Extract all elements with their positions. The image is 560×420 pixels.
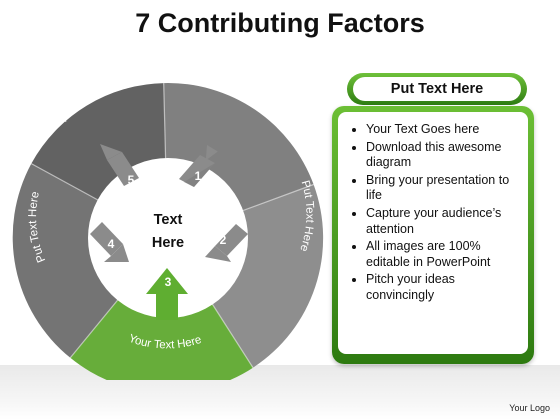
panel-header-text: Put Text Here bbox=[390, 81, 484, 97]
bullet-item: Download this awesome diagram bbox=[366, 140, 522, 171]
arrow-2 bbox=[205, 224, 248, 262]
segment-bottom-highlight bbox=[70, 296, 253, 380]
bullet-item: Bring your presentation to life bbox=[366, 173, 522, 204]
segment-right bbox=[209, 184, 324, 368]
arrow-4 bbox=[90, 222, 129, 262]
factors-wheel: 1 2 3 4 5 Text Here Put Text Here Your T… bbox=[12, 83, 324, 380]
floor-shadow bbox=[0, 365, 560, 420]
bullet-item: Capture your audience’s attention bbox=[366, 206, 522, 237]
segment-number-5: 5 bbox=[128, 173, 135, 187]
arrow-1 bbox=[179, 145, 218, 187]
segment-number-1: 1 bbox=[195, 169, 202, 183]
page-title: 7 Contributing Factors bbox=[135, 8, 425, 38]
arrow-3 bbox=[146, 268, 188, 320]
bullet-list: Your Text Goes here Download this awesom… bbox=[338, 112, 528, 304]
panel-header: Put Text Here bbox=[347, 73, 527, 105]
bullet-item: Pitch your ideas convincingly bbox=[366, 272, 522, 303]
wheel-center-disc bbox=[88, 158, 248, 318]
logo-text: Your Logo bbox=[509, 403, 550, 413]
center-text-line-2: Here bbox=[152, 235, 184, 251]
text-panel: Your Text Goes here Download this awesom… bbox=[332, 106, 534, 364]
bullet-item: All images are 100% editable in PowerPoi… bbox=[366, 239, 522, 270]
text-panel-inner: Your Text Goes here Download this awesom… bbox=[338, 112, 528, 354]
panel-header-inner: Put Text Here bbox=[353, 77, 521, 101]
center-text-line-1: Text bbox=[154, 212, 183, 228]
segment-top-left bbox=[31, 83, 166, 202]
segment-top-right bbox=[163, 83, 314, 213]
arrow-5 bbox=[100, 144, 139, 186]
segment-number-4: 4 bbox=[108, 237, 115, 251]
bullet-item: Your Text Goes here bbox=[366, 122, 522, 138]
segment-number-3: 3 bbox=[165, 275, 172, 289]
segment-dividers bbox=[31, 83, 314, 369]
segment-number-2: 2 bbox=[220, 233, 227, 247]
